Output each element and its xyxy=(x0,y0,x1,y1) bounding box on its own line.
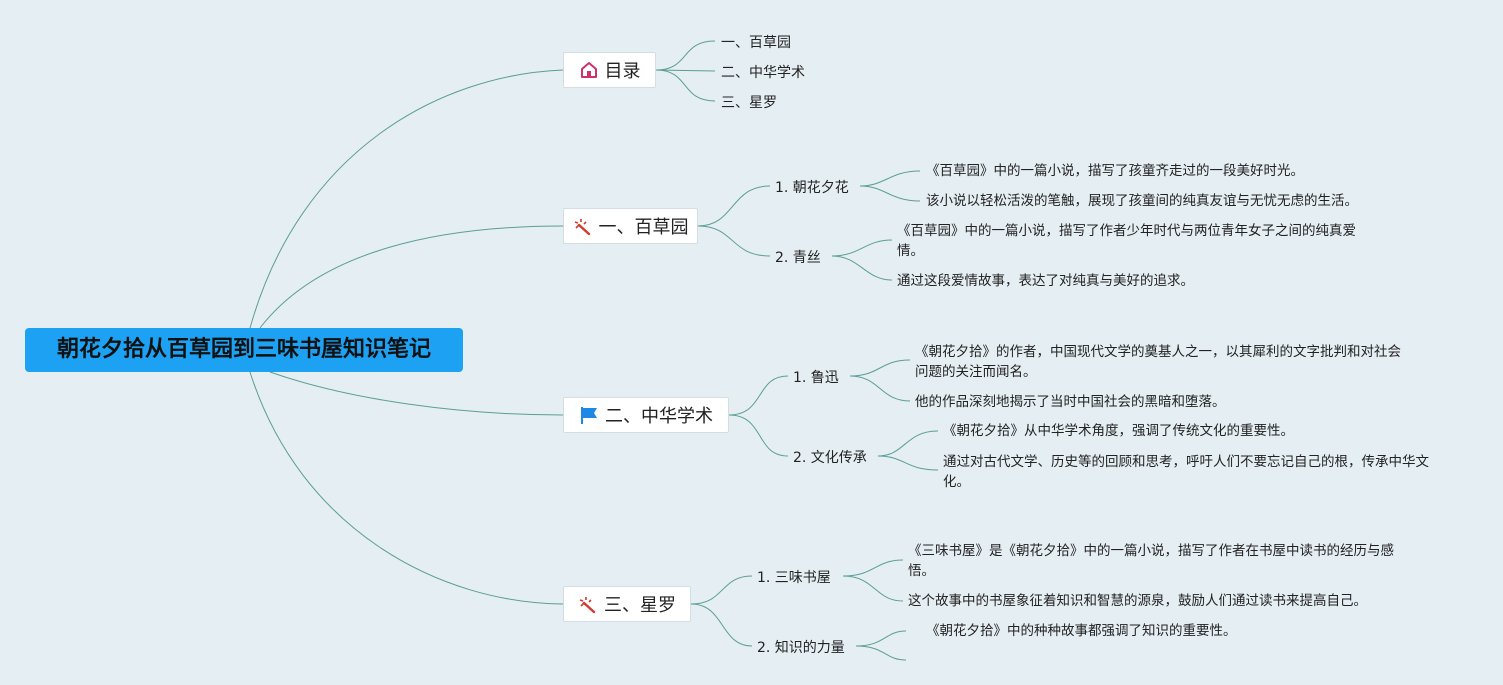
leaf-text: 《朝花夕拾》的作者，中国现代文学的奠基人之一，以其犀利的文字批判和对社会问题的关… xyxy=(915,344,1401,380)
subtopic-zhishidililiang[interactable]: 2. 知识的力量 xyxy=(757,640,845,656)
toc-item-3[interactable]: 三、星罗 xyxy=(721,95,777,111)
leaf-text: 这个故事中的书屋象征着知识和智慧的源泉，鼓励人们通过读书来提高自己。 xyxy=(908,593,1367,609)
toc-item-1[interactable]: 一、百草园 xyxy=(721,35,791,51)
flag-icon xyxy=(579,405,599,425)
root-topic[interactable]: 朝花夕拾从百草园到三味书屋知识笔记 xyxy=(25,328,463,372)
branch-zhonghua[interactable]: 二、中华学术 xyxy=(563,397,729,433)
subtopic-qingsi[interactable]: 2. 青丝 xyxy=(775,250,821,266)
leaf-text: 该小说以轻松活泼的笔触，展现了孩童间的纯真友谊与无忧无虑的生活。 xyxy=(926,193,1358,209)
subtopic-wenhuachuancheng[interactable]: 2. 文化传承 xyxy=(793,450,867,466)
leaf-text: 《百草园》中的一篇小说，描写了孩童齐走过的一段美好时光。 xyxy=(926,163,1304,179)
branch-xingluo-label: 三、星罗 xyxy=(604,595,676,616)
subtopic-zhaohuaxihua[interactable]: 1. 朝花夕花 xyxy=(775,180,849,196)
leaf-text: 《朝花夕拾》从中华学术角度，强调了传统文化的重要性。 xyxy=(943,423,1294,439)
branch-baicaoyuan-label: 一、百草园 xyxy=(598,217,689,238)
leaf-text: 《三味书屋》是《朝花夕拾》中的一篇小说，描写了作者在书屋中读书的经历与感悟。 xyxy=(908,543,1394,579)
leaf-text: 《朝花夕拾》中的种种故事都强调了知识的重要性。 xyxy=(926,623,1237,639)
branch-xingluo[interactable]: 三、星罗 xyxy=(563,586,691,622)
subtopic-sanweishuwu[interactable]: 1. 三味书屋 xyxy=(757,570,831,586)
leaf-text: 《百草园》中的一篇小说，描写了作者少年时代与两位青年女子之间的纯真爱情。 xyxy=(897,223,1356,259)
branch-toc[interactable]: 目录 xyxy=(563,52,656,88)
branch-toc-label: 目录 xyxy=(604,61,641,82)
leaf-text: 通过这段爱情故事，表达了对纯真与美好的追求。 xyxy=(897,273,1194,289)
magic-wand-icon xyxy=(578,594,598,614)
magic-wand-icon xyxy=(573,216,593,236)
house-icon xyxy=(579,60,599,80)
branch-zhonghua-label: 二、中华学术 xyxy=(605,406,713,427)
leaf-text: 他的作品深刻地揭示了当时中国社会的黑暗和堕落。 xyxy=(915,394,1226,410)
leaf-text: 通过对古代文学、历史等的回顾和思考，呼吁人们不要忘记自己的根，传承中华文化。 xyxy=(943,454,1429,490)
branch-baicaoyuan[interactable]: 一、百草园 xyxy=(563,208,698,244)
subtopic-luxun[interactable]: 1. 鲁迅 xyxy=(793,370,839,386)
toc-item-2[interactable]: 二、中华学术 xyxy=(721,65,805,81)
